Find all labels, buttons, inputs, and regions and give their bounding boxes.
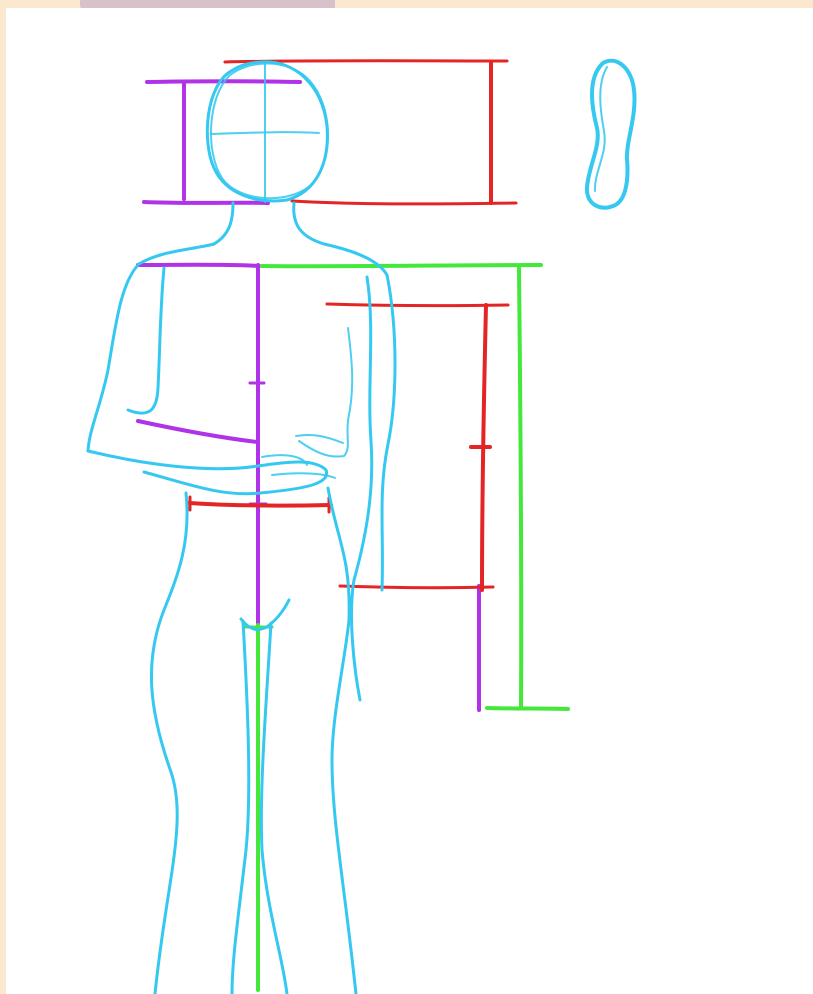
- torso-right: [328, 488, 356, 994]
- shoulder-line-left: [139, 244, 214, 264]
- head-bottom-purple: [144, 202, 268, 203]
- left-forearm: [88, 451, 327, 494]
- torso-left: [151, 493, 187, 994]
- inner-right-leg: [261, 623, 287, 994]
- head-box-bottom-red: [292, 201, 516, 204]
- shoulder-line-right: [324, 244, 387, 275]
- left-neck: [214, 203, 233, 244]
- foot-sketch: [587, 61, 635, 208]
- torso-red-top: [327, 304, 508, 306]
- torso-red-bottom: [340, 586, 493, 588]
- center-green-lower: [258, 625, 259, 990]
- left-arm-outer: [88, 264, 139, 451]
- crotch-right: [265, 600, 289, 628]
- long-green-bottom: [487, 708, 568, 709]
- right-body: [382, 275, 395, 590]
- right-neck: [294, 203, 324, 244]
- left-arm-inner: [128, 268, 164, 413]
- right-arm: [352, 277, 372, 700]
- long-green-vertical: [519, 267, 521, 708]
- measurement-guides: [138, 61, 568, 990]
- inner-left-leg: [232, 621, 249, 994]
- chest-line-purple: [138, 265, 259, 266]
- arm-guide-purple: [138, 421, 257, 442]
- long-green-top: [262, 265, 541, 266]
